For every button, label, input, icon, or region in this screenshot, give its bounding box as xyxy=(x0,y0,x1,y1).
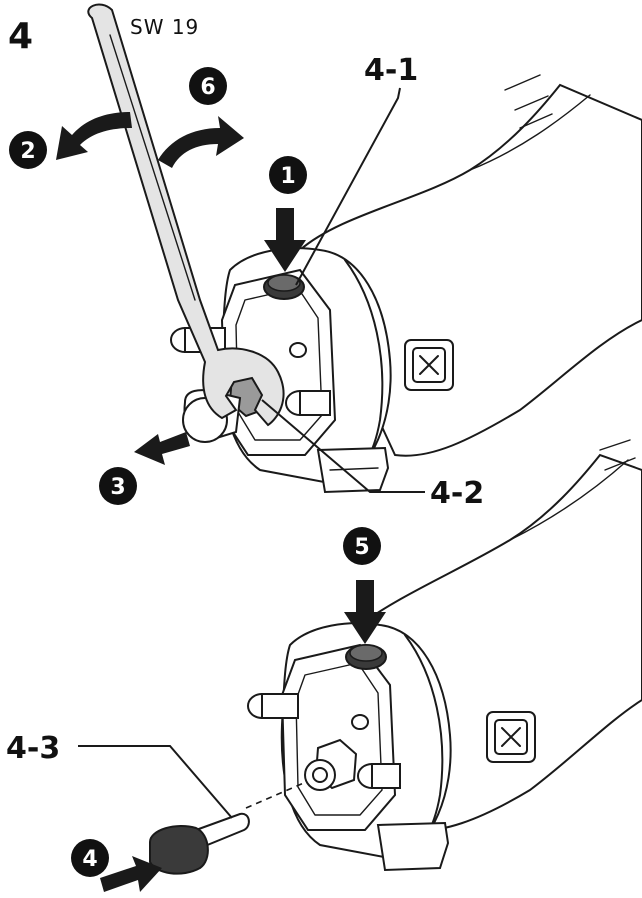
step-badge-4: 4 xyxy=(71,839,109,877)
step-badge-3: 3 xyxy=(99,467,137,505)
upper-gear-head xyxy=(170,74,642,494)
part-label-4-2: 4-2 xyxy=(430,476,484,511)
part-label-4-1: 4-1 xyxy=(364,53,418,88)
step-number: 4 xyxy=(8,16,33,57)
press-arrow-5 xyxy=(344,580,386,644)
leader-4-3 xyxy=(78,745,233,819)
rotation-arrow-tighten xyxy=(158,116,244,168)
step-badge-1: 1 xyxy=(269,156,307,194)
svg-text:1: 1 xyxy=(280,164,295,189)
svg-text:4: 4 xyxy=(82,847,97,872)
pull-arrow-3 xyxy=(134,432,190,465)
step-badge-5: 5 xyxy=(343,527,381,565)
svg-text:2: 2 xyxy=(20,139,35,164)
wrench-size-label: SW 19 xyxy=(130,15,199,39)
svg-text:5: 5 xyxy=(354,535,369,560)
rotation-arrow-loosen xyxy=(56,112,132,160)
svg-text:6: 6 xyxy=(200,75,215,100)
step-badge-2: 2 xyxy=(9,131,47,169)
insert-arrow-4 xyxy=(100,856,162,892)
svg-text:3: 3 xyxy=(110,475,125,500)
leader-4-2 xyxy=(261,399,425,493)
press-arrow-1 xyxy=(264,208,306,272)
lower-gear-head xyxy=(247,439,642,872)
mounted-point-tool xyxy=(149,812,250,875)
wrench xyxy=(87,3,285,427)
part-label-4-3: 4-3 xyxy=(6,731,60,766)
step-badge-6: 6 xyxy=(189,67,227,105)
leader-4-1 xyxy=(295,87,401,286)
